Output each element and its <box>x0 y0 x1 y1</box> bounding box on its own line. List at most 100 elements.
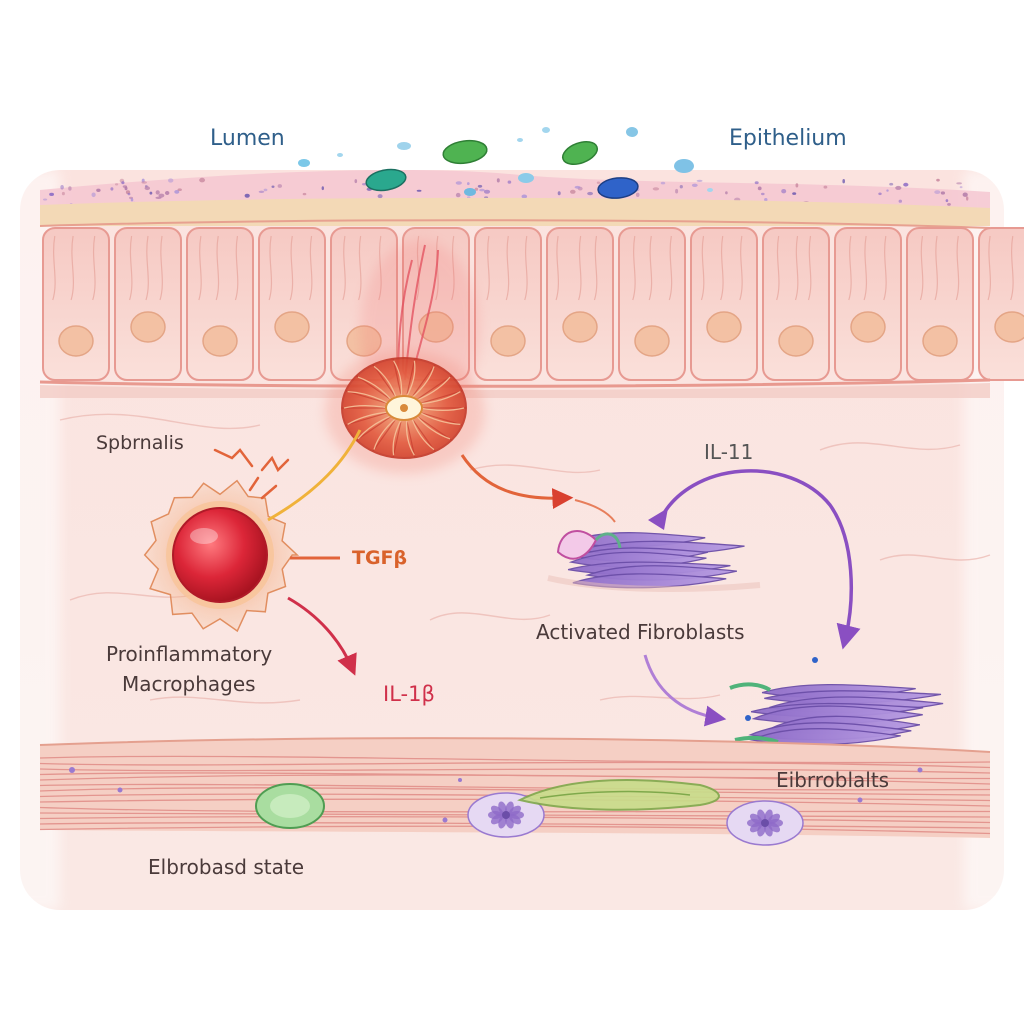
cell-nucleus <box>274 311 310 343</box>
speckle <box>377 194 383 199</box>
macrophage-to-epithelium-arrow <box>267 429 362 522</box>
cell-nucleus <box>634 325 670 357</box>
speckle <box>49 192 54 196</box>
basal-band <box>40 383 990 398</box>
speckle <box>940 191 946 195</box>
epithelial-cell <box>114 227 182 381</box>
bottom-purple-cell-1 <box>467 792 545 838</box>
speckle <box>496 178 500 183</box>
speckle <box>675 188 679 194</box>
tgf-label: TGFβ <box>352 547 408 569</box>
speckle <box>521 194 528 199</box>
cell-nucleus <box>562 311 598 343</box>
speckle <box>754 181 759 185</box>
speckle <box>258 190 265 193</box>
speckle <box>966 196 969 201</box>
teal-particle <box>365 168 407 192</box>
speckle <box>936 178 940 182</box>
cell-nucleus <box>994 311 1024 343</box>
speckle <box>144 186 150 191</box>
speckle <box>934 190 941 195</box>
speckle <box>945 199 949 203</box>
speckle <box>149 191 153 195</box>
cell-nucleus <box>850 311 886 343</box>
speckle <box>886 189 889 192</box>
speckle <box>60 185 64 190</box>
speckle <box>127 192 131 196</box>
speckle <box>781 189 787 194</box>
epithelial-cell <box>978 227 1024 381</box>
speckle <box>795 183 799 188</box>
cell-nucleus <box>490 325 526 357</box>
basal-line <box>39 378 991 388</box>
speckle <box>199 177 206 183</box>
epithelial-cell <box>186 227 254 381</box>
speckle <box>764 198 768 202</box>
activation-arrow <box>643 654 727 727</box>
speckle <box>635 192 640 197</box>
cell-nucleus <box>58 325 94 357</box>
speckle <box>302 192 307 196</box>
fibroblast-cluster <box>729 657 944 746</box>
speckle <box>477 184 483 188</box>
speckle <box>455 192 461 198</box>
signal-squiggles <box>213 448 290 500</box>
speckle <box>168 178 174 183</box>
epithelial-cell <box>906 227 974 381</box>
epithelial-cell <box>42 227 110 381</box>
cell-nucleus <box>922 325 958 357</box>
epithelial-cell <box>474 227 542 381</box>
speckle <box>889 182 894 186</box>
lumen-particles <box>298 127 713 199</box>
speckle <box>61 191 65 196</box>
speckle <box>652 187 660 191</box>
speckle <box>474 187 479 191</box>
epithelial-cell <box>546 227 614 381</box>
il11-loop-arrow <box>658 469 861 650</box>
speckle <box>91 192 96 198</box>
speckle <box>141 181 147 184</box>
activated-fibroblast-cluster <box>547 530 761 593</box>
speckle <box>96 188 101 192</box>
speckle <box>263 188 268 192</box>
il1b-arrow <box>287 596 357 676</box>
bottom-purple-cell-2 <box>726 800 804 846</box>
speckle <box>165 191 170 195</box>
il11-loop-arrow-head <box>648 508 668 530</box>
speckle <box>898 199 902 203</box>
epithelial-cell <box>618 227 686 381</box>
speckle <box>903 182 909 187</box>
speckle <box>878 192 882 196</box>
speckle <box>43 198 48 201</box>
speckle <box>416 189 422 192</box>
speckle <box>483 189 491 194</box>
bottom-state-label: Elbrobasd state <box>148 855 304 879</box>
lumen-label: Lumen <box>210 126 285 151</box>
speckle <box>725 191 728 195</box>
epithelium-to-fibroblast-arrow <box>460 454 574 510</box>
cell-nucleus <box>130 311 166 343</box>
speckle <box>691 183 698 187</box>
cell-nucleus <box>202 325 238 357</box>
speckle <box>177 188 182 191</box>
macrophage-body <box>172 507 268 603</box>
bottom-dots <box>69 767 923 823</box>
speckle <box>956 182 962 185</box>
speckle <box>321 186 324 191</box>
speckle <box>947 203 951 206</box>
speckle <box>757 186 762 191</box>
speckle <box>479 188 485 192</box>
speckle <box>124 186 128 191</box>
cell-nucleus <box>778 325 814 357</box>
speckle <box>587 191 593 196</box>
speckle <box>121 181 125 185</box>
signals-label: Spbrnalis <box>96 432 184 454</box>
speckle <box>467 182 470 186</box>
speckle <box>130 198 134 202</box>
injured-epithelial-cell <box>325 350 485 474</box>
il1b-label: IL-1β <box>383 682 435 706</box>
epithelial-cell <box>762 227 830 381</box>
speckle <box>277 184 282 188</box>
epithelial-cell <box>690 227 758 381</box>
speckle <box>68 186 72 191</box>
